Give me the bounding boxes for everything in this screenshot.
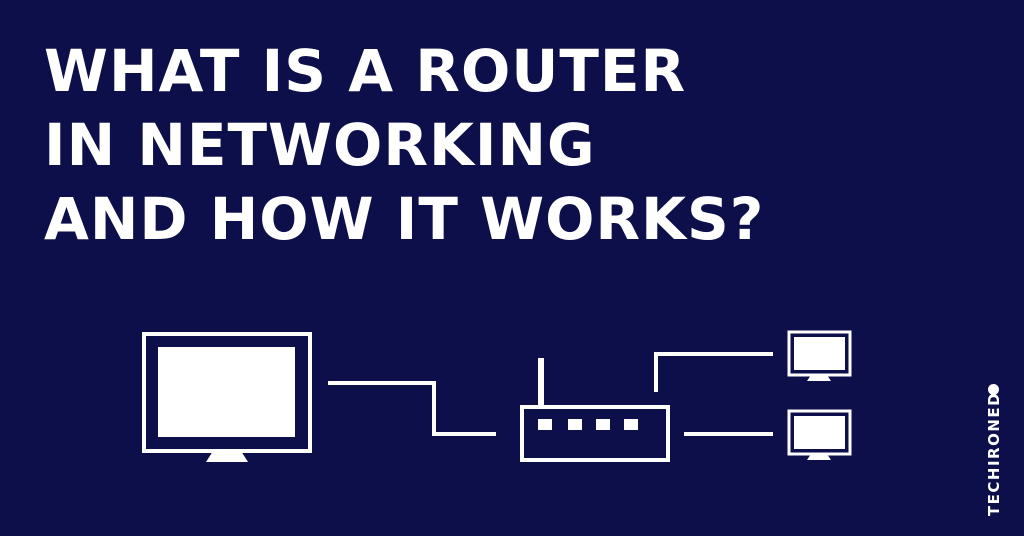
monitor-icon xyxy=(142,332,312,462)
headline-line-3: AND HOW IT WORKS? xyxy=(44,185,765,253)
brand-wordmark: TECHIRONED xyxy=(985,391,1003,517)
brand-dot xyxy=(988,384,999,395)
headline-line-1: WHAT IS A ROUTER xyxy=(44,37,687,105)
small-monitor-icon xyxy=(787,330,852,381)
headline: WHAT IS A ROUTER IN NETWORKING AND HOW I… xyxy=(44,34,764,256)
router-icon xyxy=(520,358,670,462)
cable-monitor-router xyxy=(328,381,496,436)
cable-router-monitor-top xyxy=(654,352,773,392)
small-monitor-icon xyxy=(787,409,852,460)
headline-line-2: IN NETWORKING xyxy=(44,111,596,179)
